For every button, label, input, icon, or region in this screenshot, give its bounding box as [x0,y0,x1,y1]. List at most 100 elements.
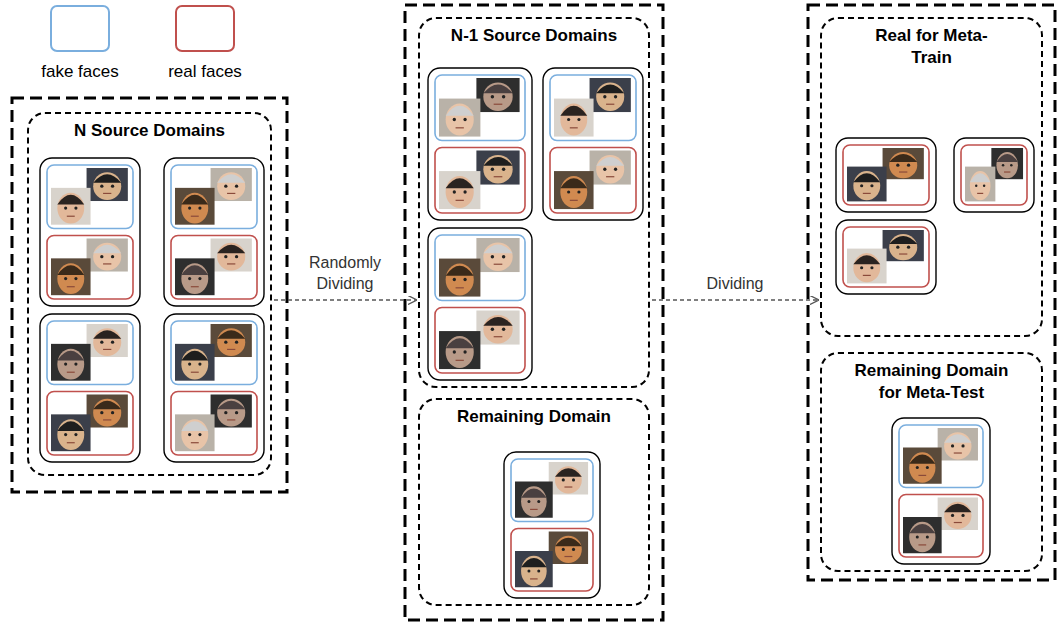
mouth [606,104,614,105]
eye [951,444,954,447]
photo-ground [903,517,942,553]
fake-face-box [435,75,525,141]
real-face-box [171,236,257,300]
hair [217,401,245,410]
mouth [530,509,538,510]
hair [996,154,1018,162]
photo-ground [476,311,519,345]
mouth [918,544,926,545]
hair [889,154,917,162]
photo-ground [549,462,588,495]
legend-swatch [50,5,110,52]
face-shape [57,263,84,294]
eye [502,168,505,171]
domain-group [40,314,140,462]
photo-ground [590,151,631,185]
eye [951,514,954,517]
eye [64,277,67,280]
outer-frame [405,5,663,620]
face-photo [476,78,519,112]
eye [224,341,227,344]
eye [537,500,540,503]
domain-group [543,68,643,220]
eye [860,184,863,187]
mouth [67,286,75,287]
eye [926,535,929,538]
mouth [977,193,983,194]
face-shape [909,522,935,552]
outer-frame [12,98,287,492]
dashed-arrow [274,299,416,301]
photo-ground [87,239,128,272]
hair [57,421,84,431]
eye [916,466,919,469]
real-face-box [47,392,133,456]
domain-frame [40,158,140,306]
face-shape [889,234,917,260]
eye [1002,164,1005,167]
eye [907,164,910,167]
face-photo [590,78,631,112]
face-shape [596,82,624,111]
mouth [494,176,503,177]
domain-heading: Real for Meta-Train [872,25,992,69]
hair [93,245,121,254]
face-photo [439,331,480,369]
eye [224,255,227,258]
photo-ground [87,395,128,428]
fake-face-box [511,459,593,522]
face-shape [483,242,512,271]
eye [198,207,201,210]
eye [907,246,910,249]
fake-face-box [171,321,257,385]
mouth [227,419,235,420]
fake-face-box [171,165,257,229]
domain-frame [836,138,936,212]
eye [453,190,456,193]
eye [527,500,530,503]
face-photo [87,324,128,357]
eye [961,514,964,517]
eye [453,350,456,353]
mouth [494,336,503,337]
face-photo [847,249,887,284]
hair [217,174,245,183]
eye [614,168,617,171]
mouth [564,556,572,557]
face-photo [554,171,594,209]
face-shape [57,419,84,450]
domain-frame [428,228,532,380]
face-shape [560,104,587,136]
eye [983,185,985,187]
outer-frame [808,5,1055,580]
arrow-label: Randomly Dividing [298,252,392,294]
photo-ground [175,258,215,295]
domain-group [504,452,600,598]
photo-ground [211,395,252,428]
mouth [606,176,614,177]
domain-frame [892,418,990,564]
fake-face-box [899,425,983,488]
photo-ground [211,324,252,357]
hair [93,330,121,339]
eye [111,341,114,344]
face-photo [51,414,91,451]
domain-frame [954,138,1034,212]
hair [853,173,880,182]
hair [521,488,547,497]
domain-frame [40,314,140,462]
domain-group [892,418,990,564]
hair [446,178,474,188]
face-shape [446,264,474,296]
photo-ground [175,188,215,225]
face-photo [211,395,252,428]
hair [853,255,880,264]
face-shape [555,466,582,493]
real-face-box [435,308,525,374]
domain-frame [836,220,936,294]
hair [483,244,512,253]
domain-frame [504,452,600,598]
photo-ground [554,99,594,137]
